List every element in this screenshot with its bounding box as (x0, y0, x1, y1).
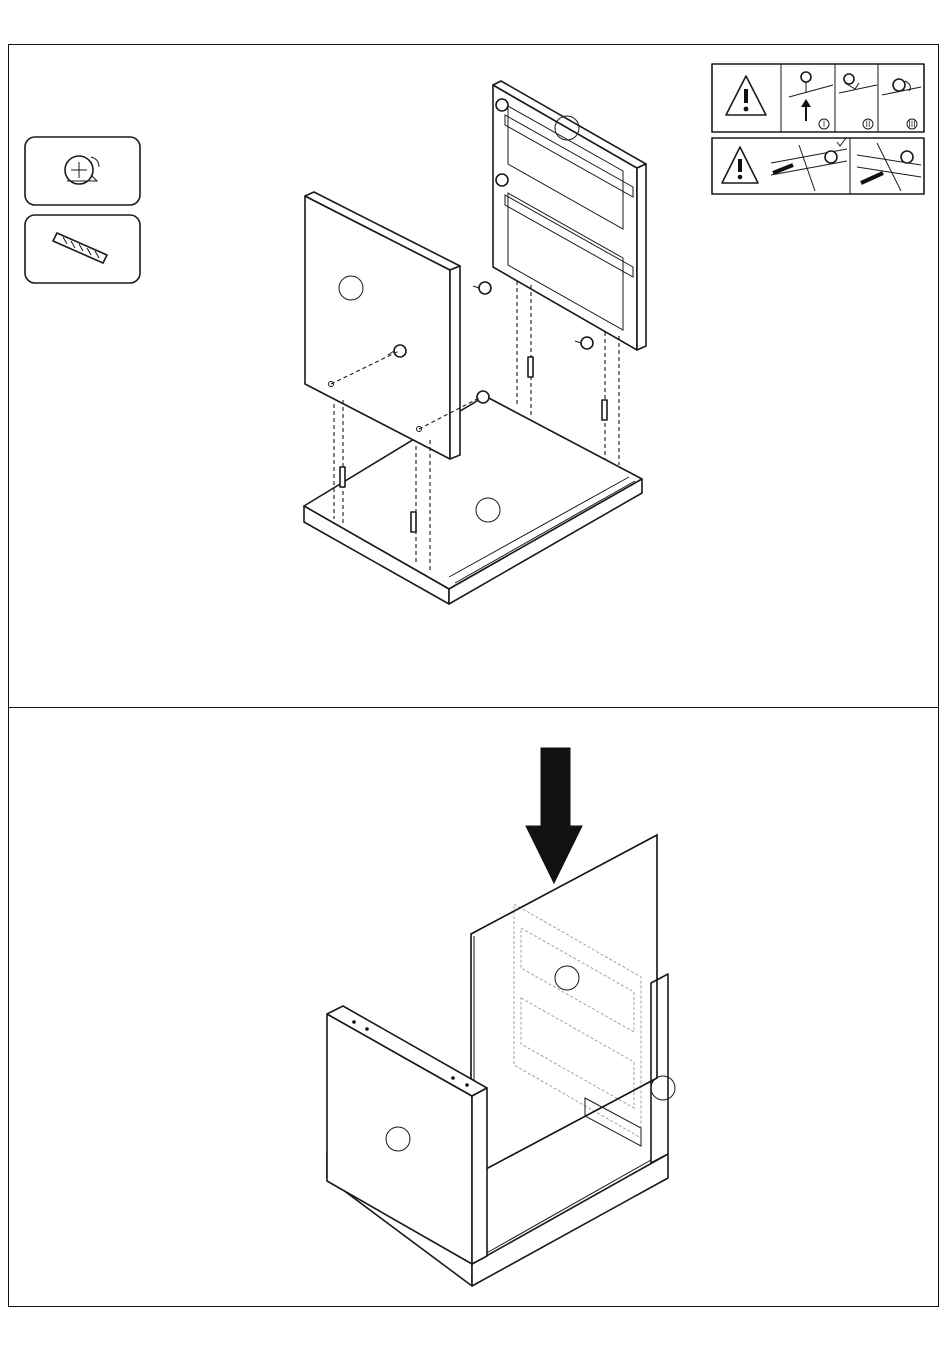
sub-label-2: II (865, 119, 870, 129)
back-panel-sliding (471, 835, 657, 1178)
side-panel-left (305, 192, 460, 459)
sub-label-1: I (823, 119, 826, 129)
warning-box-2 (712, 138, 924, 194)
dowel-1 (340, 467, 345, 487)
step-1-drawing: I II III (9, 45, 940, 709)
frame-panel-right (493, 81, 646, 350)
warning-box-1: I II III (712, 64, 924, 132)
dowel-3 (528, 357, 533, 377)
dowel-2 (411, 512, 416, 532)
step-2-panel (8, 707, 939, 1307)
part-callout-back (555, 966, 579, 990)
hardware-legend (25, 137, 140, 283)
cam-lock-hardware-2 (473, 282, 491, 294)
frame-ghost (483, 904, 651, 1255)
sub-label-3: III (908, 119, 916, 129)
cam-lock-hardware-4 (471, 391, 489, 405)
step-1-panel: I II III (8, 44, 939, 708)
assembled-side-left (327, 1006, 487, 1264)
assembled-side-right (651, 974, 675, 1163)
base-panel (304, 396, 642, 604)
down-arrow-icon (526, 748, 582, 883)
dowel-4 (602, 400, 607, 420)
step-2-drawing (9, 708, 940, 1308)
cam-lock-hardware-3 (575, 337, 593, 349)
